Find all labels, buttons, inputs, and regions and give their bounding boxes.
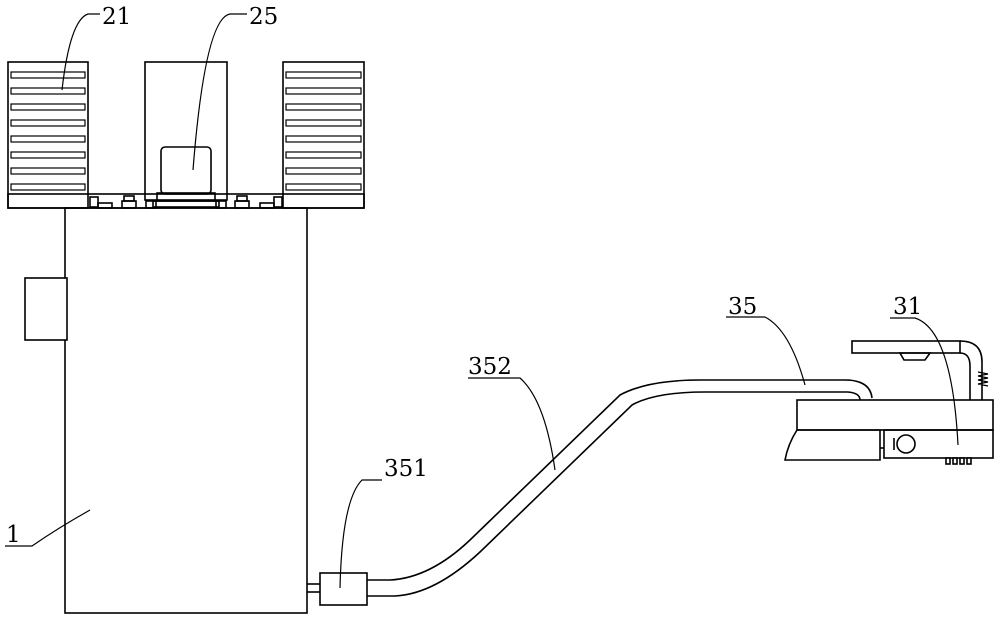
main-cabinet bbox=[24, 207, 308, 614]
label-25: 25 bbox=[249, 4, 278, 30]
hose bbox=[307, 379, 873, 597]
label-21: 21 bbox=[102, 4, 131, 30]
bottom-teeth bbox=[945, 457, 972, 465]
label-352: 352 bbox=[468, 354, 512, 380]
end-device bbox=[784, 340, 994, 465]
label-1: 1 bbox=[6, 522, 21, 548]
label-35: 35 bbox=[728, 294, 757, 320]
reference-labels: 21 25 35 31 352 351 1 bbox=[6, 4, 922, 548]
base-bolts bbox=[89, 195, 283, 209]
top-unit bbox=[7, 61, 365, 209]
label-351: 351 bbox=[384, 456, 428, 482]
side-panel bbox=[24, 277, 68, 341]
center-housing bbox=[144, 61, 228, 208]
connector-351 bbox=[319, 572, 368, 606]
left-grille bbox=[7, 61, 89, 209]
label-31: 31 bbox=[893, 294, 922, 320]
right-grille bbox=[282, 61, 365, 209]
leader-lines bbox=[5, 13, 959, 589]
